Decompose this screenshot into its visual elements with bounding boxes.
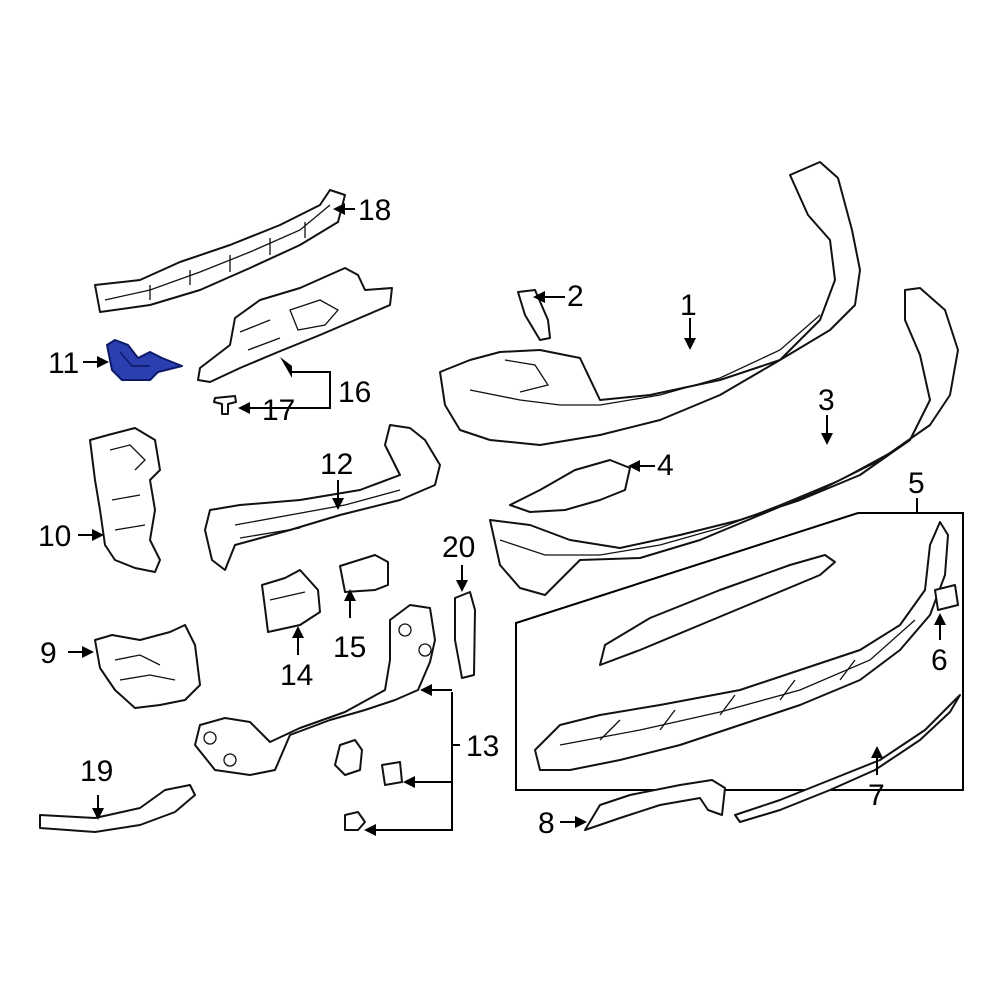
part-4-bracket[interactable] xyxy=(509,459,631,513)
assembly-5-box xyxy=(515,512,964,791)
callout-3: 3 xyxy=(818,384,835,417)
part-19-trim-strip[interactable] xyxy=(39,784,196,833)
callout-1: 1 xyxy=(680,289,697,322)
part-10-side-mount[interactable] xyxy=(89,427,161,573)
part-13-tow-hitch[interactable] xyxy=(194,604,436,831)
callout-5: 5 xyxy=(908,467,925,500)
callout-9: 9 xyxy=(40,637,57,670)
part-11-bracket-highlighted[interactable] xyxy=(106,339,183,381)
callout-16: 16 xyxy=(338,376,371,409)
part-17-push-pin[interactable] xyxy=(213,395,237,415)
callout-18: 18 xyxy=(358,194,391,227)
callout-8: 8 xyxy=(538,807,555,840)
callout-labels: 1 2 3 4 5 6 7 8 9 10 11 12 13 14 15 16 1… xyxy=(38,194,948,840)
part-14-bracket[interactable] xyxy=(261,569,321,633)
part-6-cap[interactable] xyxy=(934,584,959,611)
part-9-lower-bracket[interactable] xyxy=(94,624,201,709)
callout-11: 11 xyxy=(48,347,79,380)
callout-14: 14 xyxy=(280,659,313,692)
part-2-small-bracket[interactable] xyxy=(517,289,551,341)
part-16-side-bracket[interactable] xyxy=(197,267,393,383)
part-7-trim-strip[interactable] xyxy=(734,694,961,823)
part-8-trim-corner[interactable] xyxy=(584,779,726,831)
callout-4: 4 xyxy=(657,449,674,482)
part-3-lower-cover[interactable] xyxy=(489,287,959,596)
callout-7: 7 xyxy=(868,779,885,812)
callout-17: 17 xyxy=(262,394,295,427)
callout-2: 2 xyxy=(567,280,584,313)
callout-6: 6 xyxy=(931,644,948,677)
callout-20: 20 xyxy=(442,531,475,564)
callout-19: 19 xyxy=(80,755,113,788)
leader-lines xyxy=(68,203,946,836)
part-15-bracket[interactable] xyxy=(339,554,389,593)
part-1-bumper-cover[interactable] xyxy=(439,161,861,446)
callout-10: 10 xyxy=(38,520,71,553)
part-12-impact-bar[interactable] xyxy=(204,424,441,571)
part-18-bracket-rail[interactable] xyxy=(94,189,346,313)
callout-15: 15 xyxy=(333,631,366,664)
part-20-strip[interactable] xyxy=(454,591,476,679)
part-5-diffuser[interactable] xyxy=(534,521,949,771)
callout-12: 12 xyxy=(320,448,353,481)
callout-13: 13 xyxy=(466,730,499,763)
